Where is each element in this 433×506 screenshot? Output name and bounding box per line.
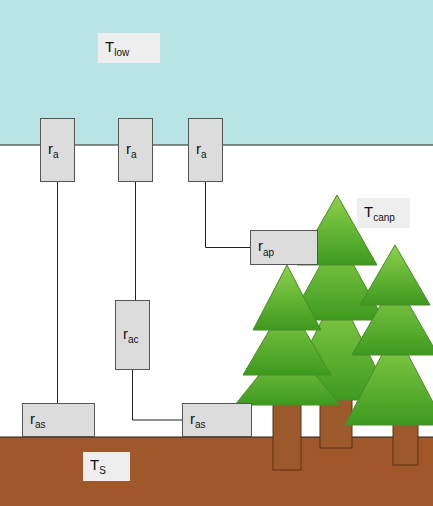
symbol-text: ras: [190, 410, 206, 430]
symbol-text: Tcanp: [364, 203, 395, 223]
symbol-subscript: S: [99, 465, 106, 476]
symbol-text: ra: [48, 140, 59, 160]
symbol-subscript: ap: [263, 247, 274, 258]
resistance-box: rap: [250, 230, 318, 265]
symbol-letter: r: [30, 410, 35, 427]
ground-band: [0, 437, 433, 506]
tree-tier: [253, 265, 321, 330]
symbol-letter: r: [190, 410, 195, 427]
symbol-subscript: low: [114, 47, 129, 58]
resistance-box: ras: [22, 403, 95, 437]
symbol-text: rac: [123, 325, 139, 345]
symbol-letter: T: [105, 38, 114, 55]
symbol-text: ras: [30, 410, 46, 430]
symbol-text: rap: [258, 237, 274, 257]
tree: [345, 245, 433, 465]
symbol-text: ra: [196, 140, 207, 160]
symbol-text: TS: [90, 456, 106, 476]
connector-line: [206, 182, 251, 248]
symbol-text: Tlow: [105, 38, 129, 58]
symbol-subscript: a: [53, 149, 59, 160]
tree: [235, 265, 340, 470]
symbol-letter: r: [258, 237, 263, 254]
symbol-letter: r: [123, 325, 128, 342]
symbol-subscript: as: [35, 419, 46, 430]
resistance-box: ra: [40, 118, 75, 182]
resistance-box: ra: [188, 118, 223, 182]
symbol-subscript: ac: [128, 334, 139, 345]
symbol-subscript: as: [195, 419, 206, 430]
temperature-label: TS: [83, 452, 130, 481]
symbol-letter: T: [90, 456, 99, 473]
temperature-label: Tcanp: [357, 198, 410, 228]
resistance-box: ra: [118, 118, 153, 182]
symbol-letter: r: [48, 140, 53, 157]
connector-line: [133, 370, 183, 420]
symbol-text: ra: [126, 140, 137, 160]
tree-trunk: [273, 398, 301, 470]
symbol-letter: r: [126, 140, 131, 157]
connector-line: [57, 182, 58, 403]
tree-tier: [360, 245, 430, 305]
connector-line: [135, 182, 136, 300]
symbol-subscript: a: [201, 149, 207, 160]
symbol-subscript: a: [131, 149, 137, 160]
symbol-letter: T: [364, 203, 373, 220]
resistance-box: rac: [115, 300, 150, 370]
temperature-label: Tlow: [98, 33, 160, 63]
symbol-letter: r: [196, 140, 201, 157]
symbol-subscript: canp: [373, 212, 395, 223]
resistance-box: ras: [182, 403, 252, 437]
